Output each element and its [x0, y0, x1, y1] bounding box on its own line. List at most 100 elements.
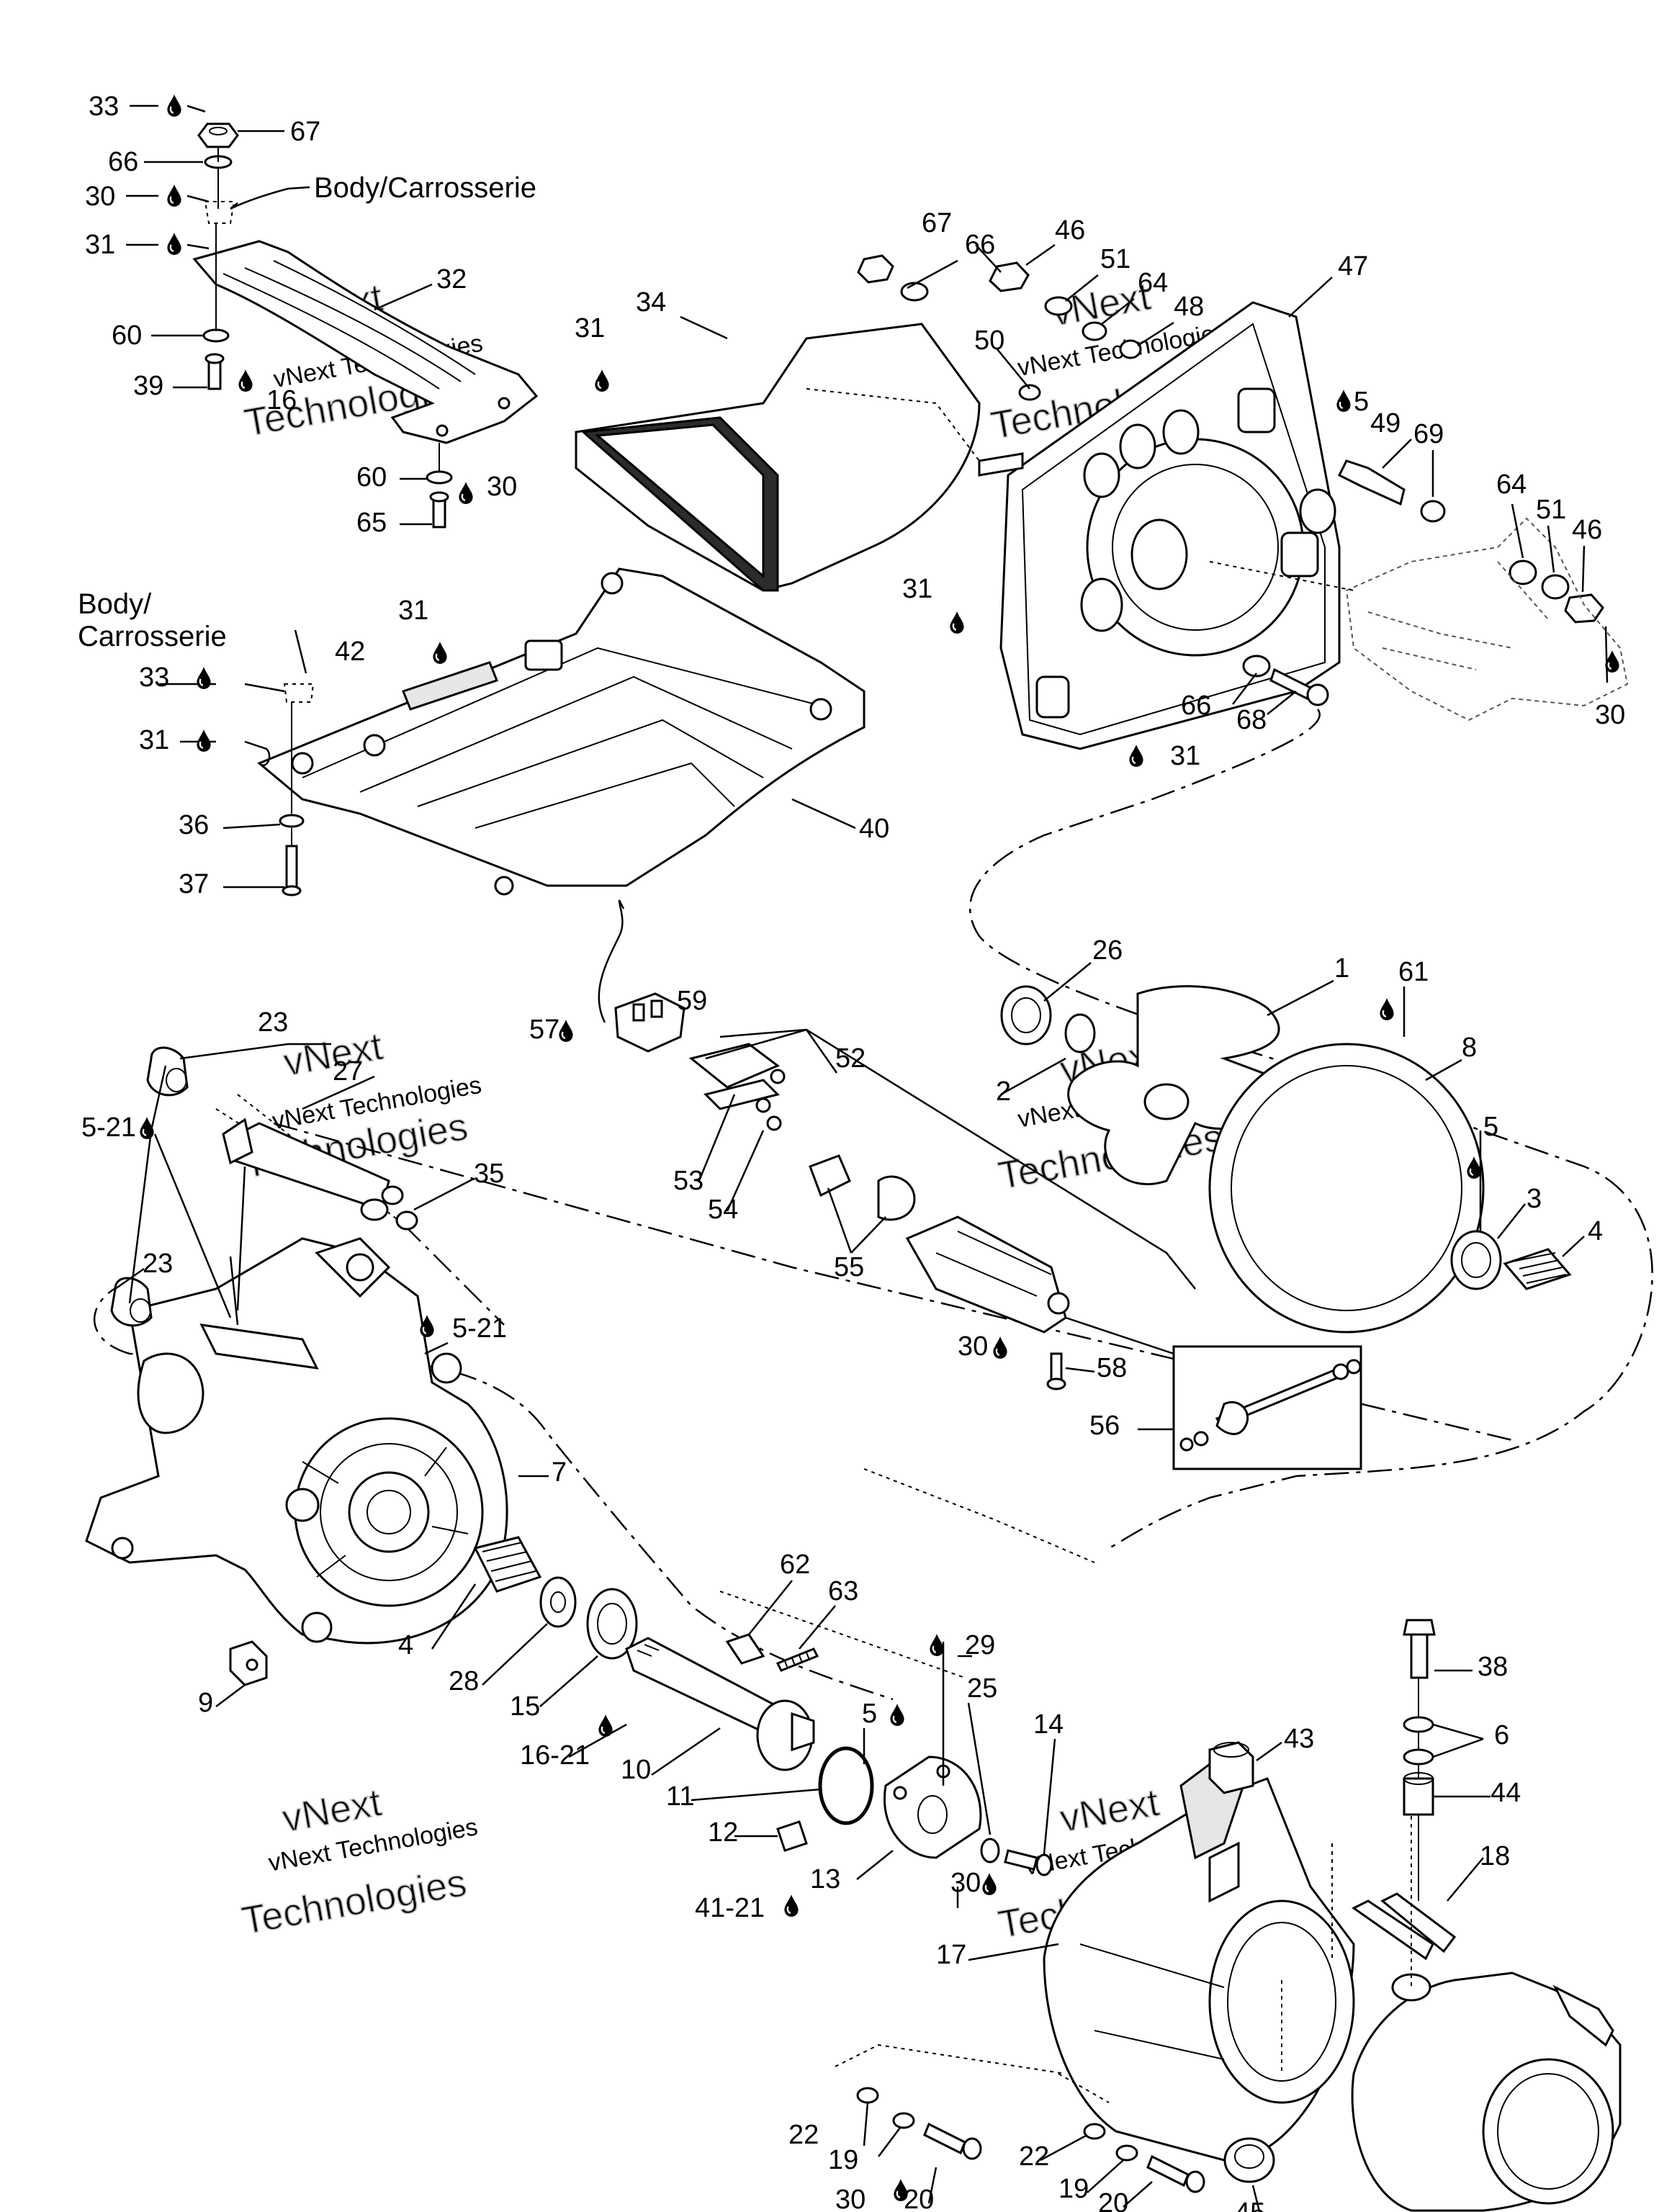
callout-labels: 33 67 66 30 31 Body/Carrosserie 32 60 39…: [78, 91, 1625, 2212]
callout-label: 41-21: [695, 1893, 765, 1923]
oil-drop-icon: [458, 481, 474, 504]
bushing-2: [1064, 1013, 1096, 1053]
callout-label: 6: [1494, 1720, 1509, 1750]
oil-drop-icon: [893, 2178, 909, 2201]
callout-label: 57: [529, 1015, 559, 1045]
washer-66-lower: [1242, 655, 1271, 678]
bushing-44: [1403, 1777, 1434, 1816]
callout-label: 30: [958, 1331, 988, 1362]
screw-20-left: [923, 2122, 982, 2160]
callout-label: 54: [708, 1195, 738, 1225]
callout-label: 36: [179, 810, 209, 840]
washer-60: [202, 328, 230, 343]
oil-drop-icon: [196, 666, 212, 689]
oil-drop-icon: [949, 611, 965, 634]
nut-54c: [766, 1115, 782, 1131]
nut-67: [197, 122, 239, 148]
callout-label: 17: [936, 1940, 966, 1970]
callout-label: 32: [436, 264, 467, 295]
callout-label: 68: [1236, 705, 1267, 735]
callout-label: 19: [828, 2145, 858, 2175]
connector-assembly: [598, 899, 1362, 1470]
screw-20-right: [1146, 2154, 1205, 2193]
oil-drop-icon: [929, 1633, 945, 1656]
callout-label: 45: [1235, 2198, 1265, 2212]
callout-label: 27: [333, 1056, 363, 1087]
callout-label: 10: [621, 1755, 651, 1785]
callout-label: 16: [266, 385, 297, 415]
callout-label: 18: [1480, 1841, 1510, 1871]
callout-label: 49: [1370, 408, 1401, 439]
pin-18b: [1380, 1892, 1457, 1954]
seal-26: [1000, 985, 1052, 1046]
washer-6a: [1403, 1716, 1434, 1733]
callout-label: 33: [89, 91, 119, 122]
oil-drop-icon: [166, 94, 182, 117]
callout-label: 23: [143, 1249, 173, 1279]
screw-37: [282, 845, 302, 896]
connector-59: [614, 992, 685, 1053]
callout-label: 3: [1527, 1184, 1542, 1214]
nut-54b: [755, 1097, 771, 1113]
washer-22-right: [1083, 2123, 1106, 2140]
callout-label: 42: [335, 637, 365, 667]
stud-49: [1337, 459, 1406, 506]
callout-note: Carrosserie: [78, 621, 227, 652]
bushing-48: [1119, 339, 1142, 359]
bracket-32-group: [192, 122, 539, 529]
callout-label: 59: [677, 986, 707, 1016]
o-ring-11: [818, 1746, 874, 1825]
callout-label: 69: [1413, 419, 1444, 449]
oil-drop-icon: [238, 369, 253, 392]
washer-60-lower: [426, 470, 453, 485]
bracket-32: [192, 240, 539, 444]
oil-drop-icon: [558, 1019, 574, 1042]
callout-label: 62: [780, 1550, 810, 1580]
o-ring-35b: [395, 1210, 418, 1231]
seal-3: [1450, 1230, 1502, 1290]
callout-label: 31: [575, 313, 605, 343]
callout-label: 14: [1033, 1709, 1064, 1740]
plate-47: [978, 301, 1341, 750]
callout-label: 5-21: [81, 1112, 136, 1143]
callout-label: 23: [258, 1007, 288, 1038]
oil-drop-icon: [1336, 389, 1352, 412]
callout-label: 44: [1491, 1778, 1521, 1808]
callout-label: 63: [828, 1576, 858, 1606]
callout-label: 16-21: [520, 1740, 590, 1771]
callout-label: 40: [859, 814, 889, 844]
callout-label: 5-21: [452, 1313, 507, 1344]
oil-drop-icon: [1604, 649, 1620, 673]
nut-54a: [770, 1069, 786, 1084]
callout-label: 15: [510, 1691, 540, 1722]
bushing-43: [1208, 1741, 1254, 1794]
callout-label: 1: [1334, 953, 1349, 984]
washer-36: [279, 814, 305, 828]
callout-label: 43: [1284, 1724, 1314, 1754]
callout-label: 67: [290, 117, 320, 147]
oil-drop-icon: [166, 232, 182, 255]
callout-label: 2: [996, 1076, 1011, 1107]
screw-68: [1269, 667, 1329, 706]
callout-label: 64: [1496, 469, 1527, 500]
callout-label: 4: [1588, 1216, 1603, 1246]
callout-label: 37: [179, 869, 209, 899]
callout-label: 28: [449, 1666, 479, 1696]
callout-label: 11: [666, 1781, 694, 1812]
washer-69: [1420, 500, 1446, 523]
oil-drop-icon: [1379, 997, 1395, 1020]
callout-label: 20: [1098, 2188, 1128, 2212]
callout-label: 13: [810, 1864, 840, 1894]
washer-25: [980, 1838, 1000, 1863]
bolt-38: [1403, 1619, 1436, 1679]
nut-46-right: [1564, 593, 1604, 624]
screw-65: [429, 491, 449, 529]
callout-label: 51: [1100, 244, 1130, 274]
callout-label: 19: [1058, 2174, 1089, 2204]
callout-label: 52: [835, 1043, 866, 1074]
washer-6b: [1403, 1748, 1434, 1766]
callout-note: Body/Carrosserie: [314, 172, 536, 204]
callout-label: 31: [902, 574, 932, 604]
callout-label: 22: [788, 2120, 819, 2150]
washer-51-right: [1541, 574, 1570, 600]
